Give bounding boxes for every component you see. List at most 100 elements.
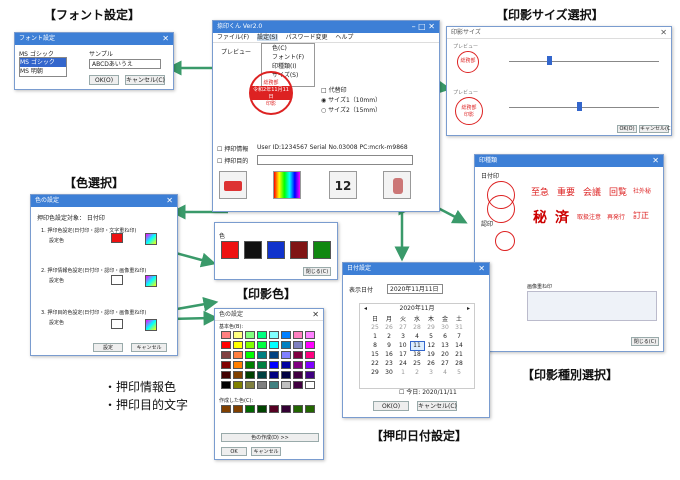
kind-mitome-stamp[interactable] [495,231,515,251]
preview-tab[interactable]: プレビュー [221,49,252,56]
date-cancel-button[interactable]: キャンセル(C) [417,401,457,411]
basic-swatch[interactable] [281,351,291,359]
basic-swatch[interactable] [257,351,267,359]
date-button[interactable]: 12 [329,171,357,199]
basic-swatch[interactable] [305,371,315,379]
kind-stamp-urgent[interactable]: 至急 [531,188,550,198]
basic-swatch[interactable] [293,351,303,359]
custom-swatch[interactable] [305,405,315,413]
today-label[interactable]: ☐ 今日: 2020/11/11 [399,389,457,396]
color-row2-picker[interactable] [145,275,157,287]
calendar-day[interactable]: 3 [401,333,405,340]
calendar-day[interactable]: 17 [399,351,407,358]
calendar-day[interactable]: 13 [441,342,449,349]
calendar-day[interactable]: 25 [371,324,379,331]
date-input[interactable]: 2020年11月11日 [387,284,443,294]
basic-swatch[interactable] [233,361,243,369]
basic-swatch[interactable] [257,341,267,349]
font-list[interactable]: MS ゴシック MS 明朝 [19,57,67,77]
purpose-input[interactable] [257,155,413,165]
basic-swatch[interactable] [269,381,279,389]
custom-color-grid[interactable] [221,405,321,425]
basic-swatch[interactable] [293,331,303,339]
basic-swatch[interactable] [257,331,267,339]
color-set-button[interactable]: 設定 [93,343,123,352]
stamp-color-blue[interactable] [267,241,285,259]
calendar-day[interactable]: 1 [401,369,405,376]
basic-swatch[interactable] [293,371,303,379]
calendar-day[interactable]: 12 [427,342,436,349]
basic-color-grid[interactable] [221,331,321,391]
basic-swatch[interactable] [305,341,315,349]
color-row1-picker[interactable] [145,233,157,245]
calendar-day[interactable]: 24 [399,360,407,367]
basic-swatch[interactable] [281,381,291,389]
stamp-color-black[interactable] [244,241,262,259]
custom-swatch[interactable] [245,405,255,413]
menu-item-color[interactable]: 色(C) [272,45,287,52]
prev-month-icon[interactable]: ◂ [364,305,368,312]
basic-swatch[interactable] [269,341,279,349]
calendar-day[interactable]: 29 [427,324,435,331]
custom-swatch[interactable] [257,405,267,413]
kind-date-stamp2[interactable] [487,195,515,223]
info-checkbox[interactable]: ☐ 押印情報 [217,146,249,153]
basic-swatch[interactable] [257,371,267,379]
custom-swatch[interactable] [269,405,279,413]
calendar-day[interactable]: 27 [399,324,407,331]
palette-cancel-button[interactable]: キャンセル [251,447,281,456]
size-cancel-button[interactable]: キャンセル(C) [639,125,672,133]
basic-swatch[interactable] [221,381,231,389]
kind-stamp-reissue[interactable]: 再発行 [607,214,626,221]
menu-password[interactable]: パスワード変更 [285,34,328,41]
calendar-day[interactable]: 30 [441,324,449,331]
font-item-gothic[interactable]: MS ゴシック [20,58,66,67]
color-button[interactable] [273,171,301,199]
kind-stamp-done[interactable]: 済 [555,210,569,226]
basic-swatch[interactable] [269,331,279,339]
size-ok-button[interactable]: OK(O) [617,125,637,133]
basic-swatch[interactable] [233,331,243,339]
basic-swatch[interactable] [281,341,291,349]
calendar-day[interactable]: 28 [455,360,463,367]
calendar-day[interactable]: 2 [387,333,391,340]
font-ok-button[interactable]: OK(O) [89,75,119,85]
basic-swatch[interactable] [305,381,315,389]
calendar-day[interactable]: 21 [455,351,463,358]
basic-swatch[interactable] [221,351,231,359]
font-item-mincho[interactable]: MS 明朝 [20,68,43,75]
kind-close-button[interactable]: 閉じる(C) [631,337,659,346]
basic-swatch[interactable] [245,361,255,369]
basic-swatch[interactable] [245,371,255,379]
calendar-day[interactable]: 10 [398,342,407,349]
define-custom-button[interactable]: 色の作成(D) >> [221,433,319,442]
kind-stamp-important[interactable]: 重要 [557,188,576,198]
calendar-day[interactable]: 9 [387,342,391,349]
menu-settings[interactable]: 設定(S) [257,34,278,41]
calendar-day[interactable]: 16 [385,351,393,358]
basic-swatch[interactable] [269,351,279,359]
basic-swatch[interactable] [257,381,267,389]
basic-swatch[interactable] [233,381,243,389]
basic-swatch[interactable] [293,381,303,389]
date-ok-button[interactable]: OK(O) [373,401,409,411]
basic-swatch[interactable] [221,361,231,369]
calendar-day[interactable]: 4 [415,332,419,340]
calendar-day[interactable]: 28 [413,324,421,331]
basic-swatch[interactable] [245,341,255,349]
calendar-day[interactable]: 5 [457,369,461,376]
calendar-day[interactable]: 19 [427,351,435,358]
close-icon[interactable]: ✕ [652,156,659,165]
calendar-day[interactable]: 25 [413,360,421,367]
kind-stamp-handle[interactable]: 取扱注意 [577,214,602,221]
menu-item-font[interactable]: フォント(F) [272,54,305,61]
calendar-day[interactable]: 5 [429,333,433,340]
custom-swatch[interactable] [233,405,243,413]
kind-button[interactable] [383,171,411,199]
calendar-day[interactable]: 26 [427,360,435,367]
calendar-day[interactable]: 27 [441,360,449,367]
calendar-day[interactable]: 4 [443,369,447,376]
calendar-day[interactable]: 18 [413,351,421,359]
calendar-day[interactable]: 14 [455,342,463,349]
stamp-color-green[interactable] [313,241,331,259]
